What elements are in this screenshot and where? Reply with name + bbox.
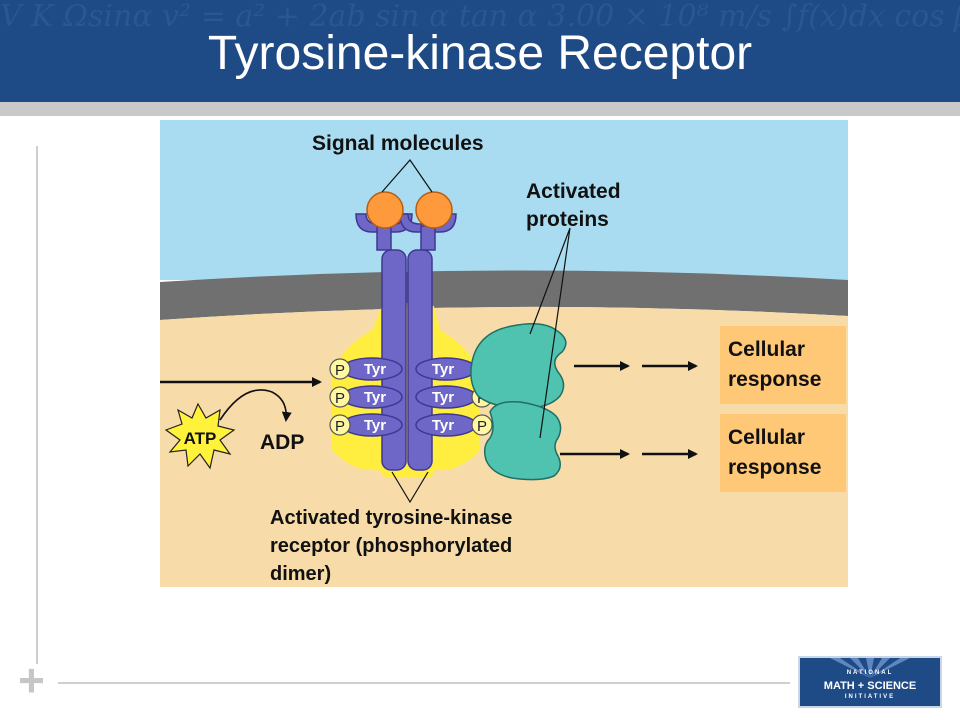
equation-backdrop: V K Ωsinα v² = a² + 2ab sin α tan α 3.00… <box>0 0 960 34</box>
signal-molecules-label: Signal molecules <box>312 132 484 155</box>
sunburst-icon <box>830 658 910 678</box>
phosphate-label: P <box>477 418 487 435</box>
activated-proteins-label-line2: proteins <box>526 208 609 231</box>
logo-line3: INITIATIVE <box>844 694 896 700</box>
activated-proteins-label-line1: Activated <box>526 180 621 203</box>
signal-molecule-left <box>366 191 404 229</box>
plus-icon: + <box>18 654 45 706</box>
receptor-label-line1: Activated tyrosine-kinase <box>270 507 512 529</box>
slide-title: Tyrosine-kinase Receptor <box>207 27 753 80</box>
adp-label: ADP <box>260 431 304 454</box>
tyr-label: Tyr <box>432 417 454 434</box>
phosphate-label: P <box>335 390 345 407</box>
tyr-label: Tyr <box>364 361 386 378</box>
tyr-label: Tyr <box>364 417 386 434</box>
footer-rule <box>58 682 790 684</box>
cell-membrane <box>160 270 848 320</box>
activated-protein-pointer-lines <box>529 227 571 439</box>
cellular-response-label-lower-line1: Cellular <box>728 426 805 449</box>
tyr-label: Tyr <box>432 361 454 378</box>
cellular-response-label-upper-line1: Cellular <box>728 338 805 361</box>
nms-logo: NATIONAL MATH + SCIENCE INITIATIVE <box>798 656 942 708</box>
cellular-response-box-upper <box>720 326 846 404</box>
activated-protein-upper <box>470 323 567 409</box>
receptor-monomer-right <box>399 213 457 471</box>
cellular-response-label-upper-line2: response <box>728 368 821 391</box>
cellular-response-box-lower <box>720 414 846 492</box>
receptor-pointer-lines <box>391 471 429 504</box>
cellular-response-label-lower-line2: response <box>728 456 821 479</box>
signal-pointer-lines <box>381 159 433 193</box>
extracellular-space <box>160 120 848 280</box>
tyr-label: Tyr <box>432 389 454 406</box>
logo-line1: NATIONAL <box>846 670 894 676</box>
phosphate-label: P <box>335 362 345 379</box>
atp-label: ATP <box>184 429 217 448</box>
atp-burst <box>164 402 236 470</box>
receptor-label-line2: receptor (phosphorylated <box>270 535 512 557</box>
tyr-label: Tyr <box>364 389 386 406</box>
signal-molecule-right <box>415 191 453 229</box>
logo-line2: MATH + SCIENCE <box>823 680 917 692</box>
title-bar: V K Ωsinα v² = a² + 2ab sin α tan α 3.00… <box>0 0 960 102</box>
activated-protein-lower <box>483 400 562 481</box>
header-rule <box>0 102 960 116</box>
atp-to-adp-arrow <box>219 389 292 422</box>
phosphate-label: P <box>335 418 345 435</box>
tyrosine-kinase-diagram: P P P P P P Tyr Tyr Tyr Tyr Tyr Tyr Sign… <box>160 120 848 587</box>
receptor-label-line3: dimer) <box>270 563 331 585</box>
vertical-guide-line <box>36 146 38 664</box>
tyr-column-left <box>329 357 403 437</box>
